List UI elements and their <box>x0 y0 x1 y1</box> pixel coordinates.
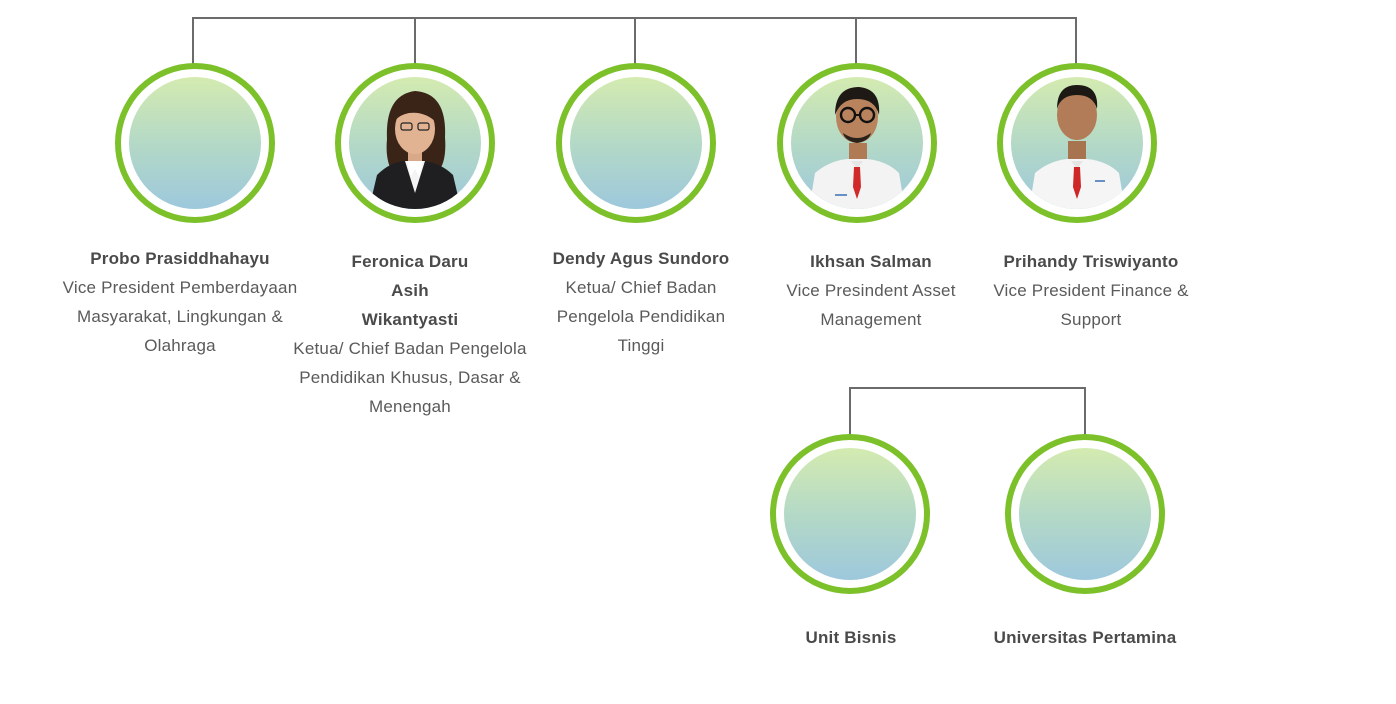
person-role: Ketua/ Chief Badan Pengelola Pendidikan … <box>293 339 527 416</box>
connector-drop-4 <box>855 17 857 65</box>
node-label-prihandy: Prihandy Triswiyanto Vice President Fina… <box>966 247 1216 334</box>
person-role: Vice President Pemberdayaan Masyarakat, … <box>62 278 298 355</box>
avatar-photo <box>791 77 923 209</box>
avatar-placeholder <box>1019 448 1151 580</box>
man-glasses-portrait-icon <box>809 87 905 209</box>
node-label-dendy: Dendy Agus Sundoro Ketua/ Chief Badan Pe… <box>516 244 766 360</box>
sub-connector-bar <box>849 387 1086 389</box>
sub-connector-drop-1 <box>849 387 851 437</box>
person-role: Ketua/ Chief Badan Pengelola Pendidikan … <box>556 278 726 355</box>
unit-name: Universitas Pertamina <box>993 628 1177 647</box>
person-name: Ikhsan Salman <box>810 252 932 271</box>
node-ring-probo <box>115 63 275 223</box>
node-ring-unit-bisnis <box>770 434 930 594</box>
person-role: Vice President Finance & Support <box>993 281 1189 329</box>
avatar-photo <box>349 77 481 209</box>
sub-connector-drop-2 <box>1084 387 1086 437</box>
person-name: Probo Prasiddhahayu <box>90 249 270 268</box>
person-name: Dendy Agus Sundoro <box>552 249 730 268</box>
person-name: Feronica Daru Asih Wikantyasti <box>351 252 469 329</box>
node-label-unit-bisnis: Unit Bisnis <box>726 623 976 652</box>
man-portrait-icon <box>1029 85 1125 209</box>
woman-portrait-icon <box>369 91 461 209</box>
connector-drop-5 <box>1075 17 1077 65</box>
node-label-ikhsan: Ikhsan Salman Vice Presindent Asset Mana… <box>746 247 996 334</box>
node-ring-feronica <box>335 63 495 223</box>
avatar-placeholder <box>129 77 261 209</box>
node-ring-universitas-pertamina <box>1005 434 1165 594</box>
avatar-placeholder <box>784 448 916 580</box>
node-label-feronica: Feronica Daru Asih Wikantyasti Ketua/ Ch… <box>285 247 535 421</box>
avatar-photo <box>1011 77 1143 209</box>
node-label-probo: Probo Prasiddhahayu Vice President Pembe… <box>55 244 305 360</box>
person-role: Vice Presindent Asset Management <box>786 281 956 329</box>
connector-drop-3 <box>634 17 636 65</box>
node-ring-ikhsan <box>777 63 937 223</box>
unit-name: Unit Bisnis <box>805 628 897 647</box>
person-name: Prihandy Triswiyanto <box>1003 252 1179 271</box>
connector-drop-2 <box>414 17 416 65</box>
node-ring-dendy <box>556 63 716 223</box>
node-label-universitas-pertamina: Universitas Pertamina <box>960 623 1210 652</box>
avatar-placeholder <box>570 77 702 209</box>
node-ring-prihandy <box>997 63 1157 223</box>
connector-drop-1 <box>192 17 194 65</box>
